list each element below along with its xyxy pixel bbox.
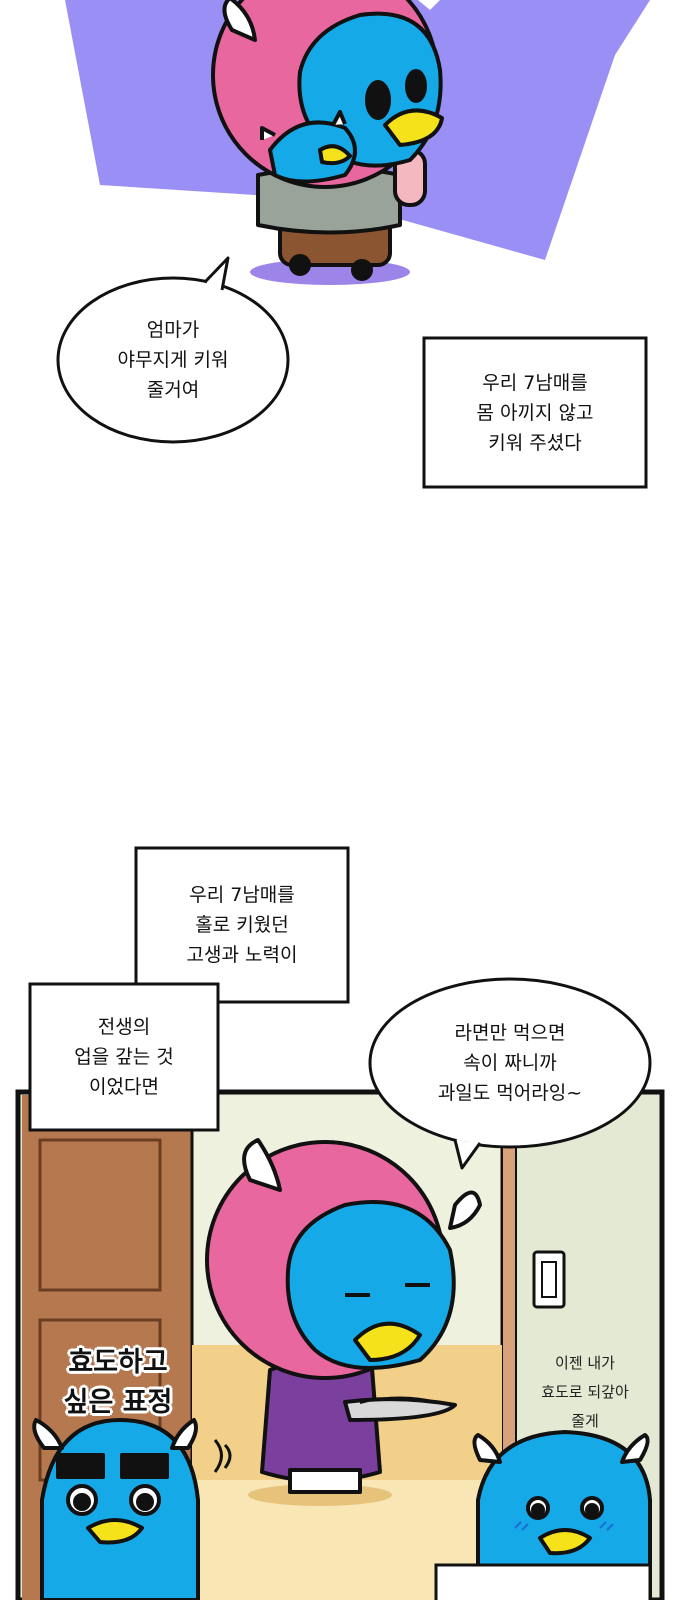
narration-box-2-shape xyxy=(134,846,350,1004)
expression-line-2: 싶은 표정 xyxy=(63,1386,173,1418)
narration-line-1: 우리 7남매를 xyxy=(482,371,588,394)
narration-line-2: 업을 갚는 것 xyxy=(74,1046,174,1068)
side-note-line-2: 효도로 되갚아 xyxy=(541,1383,629,1401)
speech-line-1: 엄마가 xyxy=(146,319,200,341)
narration-box-3: 전생의 업을 갚는 것 이었다면 xyxy=(32,986,216,1128)
narration-line-3: 고생과 노력이 xyxy=(186,944,298,966)
narration-line-1: 우리 7남매를 xyxy=(189,884,295,906)
speech-line-2: 야무지게 키워 xyxy=(117,349,229,371)
speech-line-2: 속이 짜니까 xyxy=(463,1051,557,1074)
speech-line-3: 줄거여 xyxy=(146,379,200,401)
blue-character-right xyxy=(472,1430,652,1600)
blue-character-left xyxy=(32,1418,200,1600)
narration-line-2: 몸 아끼지 않고 xyxy=(476,401,594,424)
narration-box-4-shape xyxy=(434,1563,652,1600)
narration-line-1: 전생의 xyxy=(97,1016,151,1038)
expression-line-1: 효도하고 xyxy=(68,1346,168,1378)
narration-line-3: 키워 주셨다 xyxy=(488,431,582,454)
narration-box-3-shape xyxy=(28,982,220,1132)
narration-line-3: 이었다면 xyxy=(89,1076,159,1098)
expression-label: 효도하고 싶은 표정 xyxy=(38,1340,198,1425)
narration-line-2: 홀로 키웠던 xyxy=(195,914,289,936)
speech-bubble-1-shape xyxy=(56,256,290,444)
speech-bubble-1: 엄마가 야무지게 키워 줄거여 xyxy=(68,300,278,420)
side-note-line-3: 줄게 xyxy=(571,1412,599,1430)
narration-box-2: 우리 7남매를 홀로 키웠던 고생과 노력이 xyxy=(138,850,346,1000)
side-note: 이젠 내가 효도로 되갚아 줄게 xyxy=(515,1345,655,1440)
speech-bubble-2: 라면만 먹으면 속이 짜니까 과일도 먹어라잉~ xyxy=(385,1005,635,1120)
mom-character xyxy=(211,0,444,281)
side-note-line-1: 이젠 내가 xyxy=(555,1354,615,1372)
speech-line-1: 라면만 먹으면 xyxy=(454,1021,566,1044)
speech-line-3: 과일도 먹어라잉~ xyxy=(437,1081,583,1104)
narration-box-1-shape xyxy=(422,336,648,489)
narration-box-1: 우리 7남매를 몸 아끼지 않고 키워 주셨다 xyxy=(426,340,644,485)
speech-bubble-2-shape xyxy=(368,977,652,1170)
mom-character-2 xyxy=(205,1138,482,1506)
